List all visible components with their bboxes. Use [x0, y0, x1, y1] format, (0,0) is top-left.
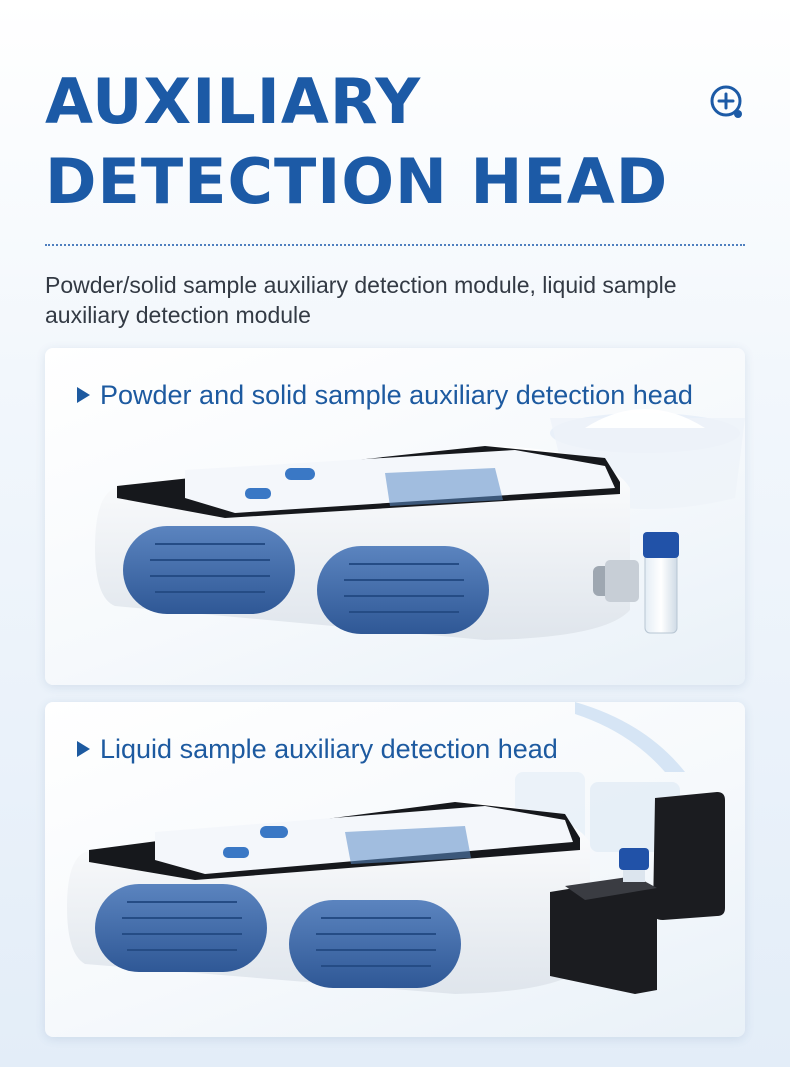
title-line-1: AUXILIARY: [45, 65, 422, 138]
card-heading-liquid: Liquid sample auxiliary detection head: [77, 732, 558, 766]
right-grip: [289, 900, 461, 988]
left-grip: [123, 526, 295, 614]
triangle-right-icon: [77, 386, 90, 403]
left-grip: [95, 884, 267, 972]
card-heading-powder-text: Powder and solid sample auxiliary detect…: [100, 380, 693, 410]
sample-vial: [644, 552, 678, 634]
page-subtitle: Powder/solid sample auxiliary detection …: [45, 272, 677, 328]
title-line-2: DETECTION HEAD: [45, 145, 669, 218]
liquid-device-illustration: [67, 702, 725, 994]
liquid-head-base: [550, 878, 657, 994]
powder-solid-card: Powder and solid sample auxiliary detect…: [45, 348, 745, 685]
card-heading-liquid-text: Liquid sample auxiliary detection head: [100, 734, 558, 764]
triangle-right-icon: [77, 740, 90, 757]
right-grip: [317, 546, 489, 634]
powder-device-illustration: [95, 409, 745, 640]
page-title: AUXILIARY DETECTION HEAD: [45, 62, 668, 222]
zoom-plus-icon[interactable]: [706, 82, 746, 122]
liquid-head-lid: [653, 792, 725, 920]
liquid-card: Liquid sample auxiliary detection head: [45, 702, 745, 1037]
title-divider: [45, 244, 745, 246]
vial-cap: [619, 848, 649, 870]
card-heading-powder: Powder and solid sample auxiliary detect…: [77, 378, 693, 412]
